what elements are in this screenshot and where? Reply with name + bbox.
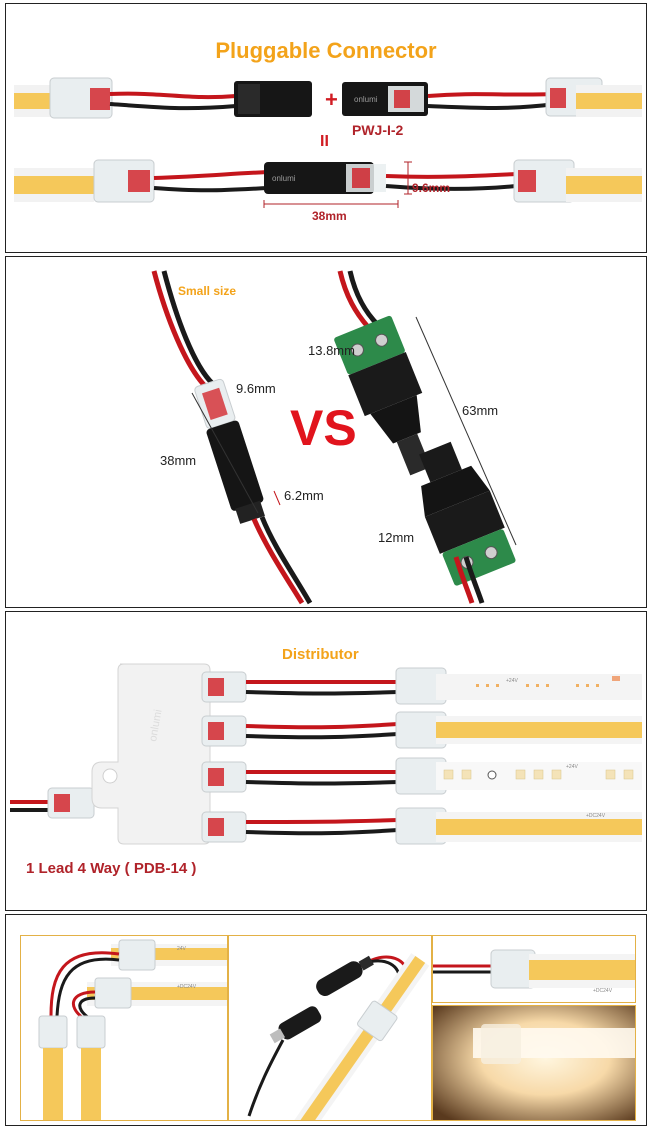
distributor-panel: Distributor onlumi <box>5 611 647 911</box>
size-comparison-panel: Small size VS 9.6mm 38mm 6.2mm 13.8mm 63… <box>5 256 647 608</box>
strip-marking: +DC24V <box>593 988 613 994</box>
output-1 <box>201 671 399 703</box>
output-4 <box>201 811 399 843</box>
brand-logo-text: onlumi <box>272 174 296 183</box>
strip-marking: +DC24V <box>177 984 197 990</box>
panel-title: Pluggable Connector <box>215 38 437 63</box>
connector-illustration: + onlumi II PWJ-I-2 onlumi <box>14 77 642 208</box>
height-dimension: 9.6mm <box>412 181 451 195</box>
length-dimension: 38mm <box>312 209 347 223</box>
right-width-dim: 13.8mm <box>308 343 355 358</box>
distributor-caption: 1 Lead 4 Way ( PDB-14 ) <box>26 860 197 877</box>
plus-sign: + <box>325 87 338 112</box>
comparison-illustration <box>151 270 517 605</box>
distributor-title: Distributor <box>282 646 359 663</box>
strip-marking: +24V <box>506 678 518 684</box>
strip-marking: 24V <box>177 946 187 952</box>
model-label: PWJ-I-2 <box>352 122 404 138</box>
left-length-dim: 38mm <box>160 453 197 468</box>
photo-lit-strip <box>432 1005 636 1121</box>
equals-sign: II <box>320 133 329 150</box>
brand-logo-text: onlumi <box>354 95 378 104</box>
right-bottom-dim: 12mm <box>378 530 415 545</box>
vs-label: VS <box>290 400 357 456</box>
output-3 <box>201 761 399 793</box>
brand-logo-text: onlumi <box>147 709 164 743</box>
strip-marking: +DC24V <box>586 813 606 819</box>
application-photos-panel: 24V +DC24V <box>5 914 647 1126</box>
small-size-label: Small size <box>178 284 237 298</box>
distributor-illustration: onlumi <box>10 663 642 845</box>
strip-marking: +24V <box>566 764 578 770</box>
photo-corner-connection: 24V +DC24V <box>20 935 228 1121</box>
photo-strip-connection: +DC24V <box>432 935 636 1003</box>
output-2 <box>201 715 399 747</box>
right-length-dim: 63mm <box>462 403 499 418</box>
left-width-dim: 9.6mm <box>236 381 276 396</box>
photo-dc-jack-connection <box>228 935 432 1121</box>
left-thickness-dim: 6.2mm <box>284 488 324 503</box>
pluggable-connector-panel: Pluggable Connector + onlumi II PWJ-I-2 <box>5 3 647 253</box>
